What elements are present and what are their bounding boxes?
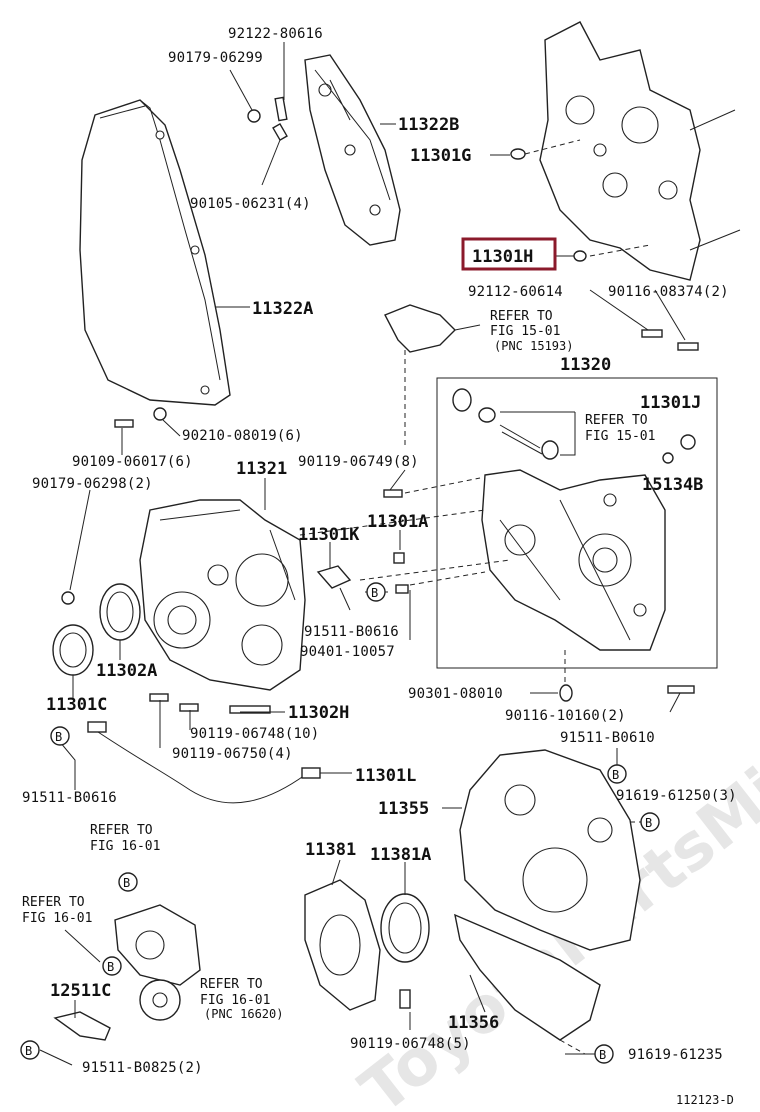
sensor-connector-a [87, 721, 107, 733]
label-90179-06299[interactable]: 90179-06299 [168, 50, 263, 66]
label-90109-06017[interactable]: 90109-06017(6) [72, 454, 193, 470]
sensor-connector-b [301, 767, 321, 779]
bolt-90119-06748-5-drawing [399, 989, 411, 1009]
group-box-11320 [436, 377, 718, 669]
label-91511-b0825[interactable]: 91511-B0825(2) [82, 1060, 203, 1076]
label-90401-10057[interactable]: 90401-10057 [300, 644, 395, 660]
label-91619-61250[interactable]: 91619-61250(3) [616, 788, 737, 804]
label-92112-60614[interactable]: 92112-60614 [468, 284, 563, 300]
label-91511-b0610[interactable]: 91511-B0610 [560, 730, 655, 746]
label-11355[interactable]: 11355 [378, 799, 429, 819]
label-90105-06231[interactable]: 90105-06231(4) [190, 196, 311, 212]
svg-text:B: B [371, 586, 378, 600]
ref-15-01-right-line1[interactable]: REFER TO [585, 413, 648, 428]
engine-block-drawing [539, 21, 741, 281]
label-11301j[interactable]: 11301J [640, 393, 701, 413]
label-11322a[interactable]: 11322A [252, 299, 313, 319]
nut-90179-06298-drawing [61, 591, 75, 605]
label-11381a[interactable]: 11381A [370, 845, 431, 865]
label-11301l[interactable]: 11301L [355, 766, 416, 786]
label-91511-b0616-b[interactable]: 91511-B0616 [22, 790, 117, 806]
highlight-box-11301h [461, 237, 557, 271]
label-90116-10160[interactable]: 90116-10160(2) [505, 708, 626, 724]
callout-b-4[interactable]: B [640, 812, 660, 832]
sensor-11301k-drawing [316, 565, 352, 589]
label-11322b[interactable]: 11322B [398, 115, 459, 135]
gasket-ref-15-01-drawing [384, 304, 456, 353]
ref-16-01-c-line1[interactable]: REFER TO [200, 977, 263, 992]
label-11356[interactable]: 11356 [448, 1013, 499, 1033]
ref-16-01-a-line1[interactable]: REFER TO [90, 823, 153, 838]
timing-case-11321-drawing [139, 499, 306, 691]
retainer-11381-hole [319, 914, 361, 976]
plate-11355-drawing [459, 749, 641, 951]
svg-text:B: B [25, 1044, 32, 1058]
svg-text:B: B [612, 768, 619, 782]
plate-11356-drawing [454, 913, 601, 1041]
label-11301h[interactable]: 11301H [472, 247, 533, 267]
callout-b-1[interactable]: B [366, 582, 386, 602]
ref-16-01-b-line1[interactable]: REFER TO [22, 895, 85, 910]
label-91619-61235[interactable]: 91619-61235 [628, 1047, 723, 1063]
label-11301k[interactable]: 11301K [298, 525, 360, 545]
timing-cover-11322a-drawing [79, 99, 231, 406]
label-92122-80616[interactable]: 92122-80616 [228, 26, 323, 42]
label-15134b[interactable]: 15134B [642, 475, 703, 495]
label-11321[interactable]: 11321 [236, 459, 287, 479]
svg-text:B: B [599, 1048, 606, 1062]
ref-15-01-top-line3[interactable]: (PNC 15193) [494, 339, 573, 353]
ref-16-01-b-line2[interactable]: FIG 16-01 [22, 911, 92, 926]
label-90301-08010[interactable]: 90301-08010 [408, 686, 503, 702]
label-90119-06748-5[interactable]: 90119-06748(5) [350, 1036, 471, 1052]
label-11301c[interactable]: 11301C [46, 695, 107, 715]
seal-11302a-inner [106, 591, 134, 633]
cover-plate-11322b-drawing [304, 54, 401, 246]
svg-text:B: B [123, 876, 130, 890]
leader-lines [39, 42, 686, 1066]
label-90116-08374[interactable]: 90116-08374(2) [608, 284, 729, 300]
ref-15-01-top-line1[interactable]: REFER TO [490, 309, 553, 324]
label-90119-06750[interactable]: 90119-06750(4) [172, 746, 293, 762]
callout-b-7[interactable]: B [20, 1040, 40, 1060]
label-12511c[interactable]: 12511C [50, 981, 111, 1001]
seal-11381a-inner [388, 902, 422, 954]
label-90179-06298[interactable]: 90179-06298(2) [32, 476, 153, 492]
label-90119-06749[interactable]: 90119-06749(8) [298, 454, 419, 470]
label-11302a[interactable]: 11302A [96, 661, 157, 681]
bolt-11301a-drawing [393, 552, 405, 564]
callout-b-8[interactable]: B [594, 1044, 614, 1064]
ref-15-01-top-line2[interactable]: FIG 15-01 [490, 324, 560, 339]
callout-b-2[interactable]: B [50, 726, 70, 746]
ref-15-01-right-line2[interactable]: FIG 15-01 [585, 429, 655, 444]
label-90210-08019[interactable]: 90210-08019(6) [182, 428, 303, 444]
ref-16-01-c-line2[interactable]: FIG 16-01 [200, 993, 270, 1008]
valve-parts-drawing [452, 388, 696, 464]
svg-text:B: B [107, 960, 114, 974]
callout-b-5[interactable]: B [118, 872, 138, 892]
svg-text:B: B [645, 816, 652, 830]
diagram-id: 112123-D [676, 1093, 734, 1107]
label-91511-b0616-a[interactable]: 91511-B0616 [304, 624, 399, 640]
bolt-90401-drawing [395, 584, 409, 594]
label-11301g[interactable]: 11301G [410, 146, 471, 166]
label-11381[interactable]: 11381 [305, 840, 356, 860]
label-11302h[interactable]: 11302H [288, 703, 349, 723]
tensioner-drawing [53, 904, 201, 1041]
ref-16-01-a-line2[interactable]: FIG 16-01 [90, 839, 160, 854]
bolts-middle-drawing [114, 407, 695, 714]
svg-text:B: B [55, 730, 62, 744]
sensor-wire-11301l-drawing [94, 729, 306, 804]
label-90119-06748-10[interactable]: 90119-06748(10) [190, 726, 319, 742]
rear-plate-11320-drawing [481, 469, 666, 651]
ref-16-01-c-line3[interactable]: (PNC 16620) [204, 1007, 283, 1021]
callout-b-6[interactable]: B [102, 956, 122, 976]
callout-b-3[interactable]: B [607, 764, 627, 784]
seal-11301c-inner [59, 632, 87, 668]
label-11301a[interactable]: 11301A [367, 512, 428, 532]
label-11320[interactable]: 11320 [560, 355, 611, 375]
